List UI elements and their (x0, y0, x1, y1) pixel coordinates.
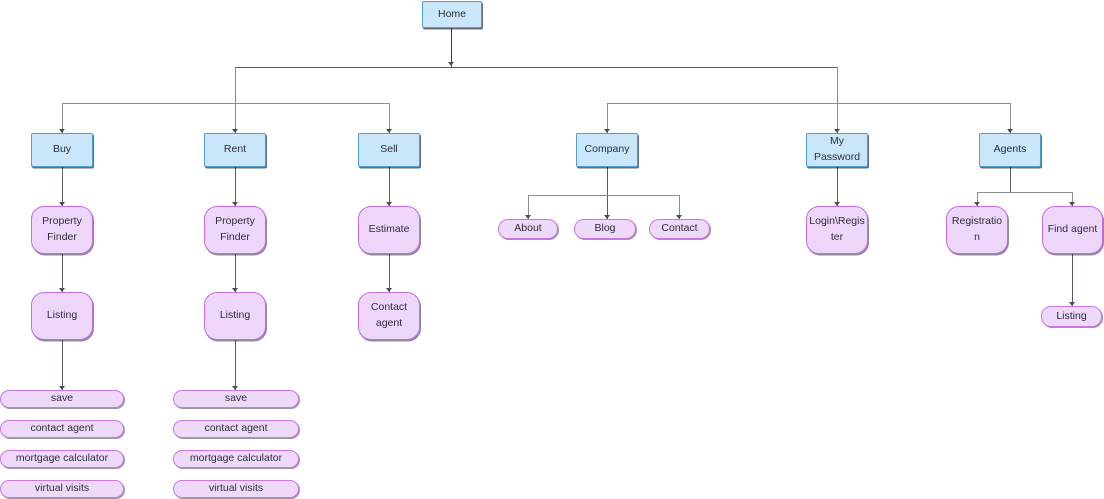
connector-mypassword-login (837, 167, 838, 206)
arrowhead-icon (59, 386, 65, 390)
arrowhead-icon (974, 202, 980, 206)
arrowhead-icon (834, 129, 840, 133)
node-rent-property-finder[interactable]: Property Finder (204, 206, 266, 254)
node-login-register[interactable]: Login\Register (806, 206, 868, 254)
node-sell-contact-agent[interactable]: Contact agent (358, 292, 420, 340)
node-agents-find-agent[interactable]: Find agent (1042, 206, 1103, 254)
arrowhead-icon (604, 215, 610, 219)
connector-findagent-drop (1072, 192, 1073, 206)
node-rent-mortgage-calculator[interactable]: mortgage calculator (173, 450, 299, 468)
arrowhead-icon (525, 215, 531, 219)
arrowhead-icon (386, 202, 392, 206)
rail-buy-sell (62, 103, 389, 104)
node-company-contact[interactable]: Contact (649, 219, 710, 239)
rail-company-agents (607, 103, 1010, 104)
connector-findagent-listing (1072, 254, 1073, 306)
node-my-password[interactable]: My Password (806, 133, 868, 167)
node-company-blog[interactable]: Blog (574, 219, 636, 239)
arrowhead-icon (1007, 129, 1013, 133)
connector-about-drop (528, 195, 529, 219)
node-buy-property-finder[interactable]: Property Finder (31, 206, 93, 254)
connector-registration-drop (977, 192, 978, 206)
node-sell-estimate[interactable]: Estimate (358, 206, 420, 254)
rail-company-children (528, 195, 679, 196)
connector-buy-propertyfinder (62, 167, 63, 206)
rail-agents-children (977, 192, 1072, 193)
arrowhead-icon (232, 386, 238, 390)
connector-listing-save (62, 340, 63, 390)
node-rent-save[interactable]: save (173, 390, 299, 408)
connector-company-drop (607, 103, 608, 133)
connector-sell-estimate (389, 167, 390, 206)
connector-contact-drop (679, 195, 680, 219)
arrowhead-icon (604, 129, 610, 133)
connector-home-down (451, 28, 452, 67)
connector-agents-down (1010, 167, 1011, 192)
arrowhead-icon (232, 288, 238, 292)
arrowhead-icon (386, 288, 392, 292)
arrowhead-icon (59, 129, 65, 133)
node-buy-listing[interactable]: Listing (31, 292, 93, 340)
connector-listing-save (235, 340, 236, 390)
connector-company-blog (607, 167, 608, 219)
node-buy[interactable]: Buy (31, 133, 93, 167)
arrowhead-icon (1069, 302, 1075, 306)
node-buy-virtual-visits[interactable]: virtual visits (0, 480, 124, 498)
arrowhead-icon (386, 129, 392, 133)
node-buy-mortgage-calculator[interactable]: mortgage calculator (0, 450, 124, 468)
node-company-about[interactable]: About (498, 219, 558, 239)
arrowhead-icon (834, 202, 840, 206)
arrowhead-icon (1069, 202, 1075, 206)
node-rent-listing[interactable]: Listing (204, 292, 266, 340)
connector-propertyfinder-listing (62, 254, 63, 292)
node-agents-registration[interactable]: Registration (946, 206, 1008, 254)
node-home[interactable]: Home (422, 1, 482, 28)
arrowhead-icon (232, 202, 238, 206)
arrowhead-icon (448, 62, 454, 66)
connector-propertyfinder-listing (235, 254, 236, 292)
connector-agents-drop (1010, 103, 1011, 133)
arrowhead-icon (676, 215, 682, 219)
arrowhead-icon (59, 202, 65, 206)
node-company[interactable]: Company (576, 133, 638, 167)
node-buy-save[interactable]: save (0, 390, 124, 408)
connector-mypassword-drop (837, 67, 838, 133)
rail-home-children (235, 67, 837, 68)
node-agents[interactable]: Agents (979, 133, 1041, 167)
arrowhead-icon (232, 129, 238, 133)
connector-sell-drop (389, 103, 390, 133)
node-sell[interactable]: Sell (358, 133, 420, 167)
connector-rent-drop (235, 67, 236, 133)
node-rent-virtual-visits[interactable]: virtual visits (173, 480, 299, 498)
node-agents-listing[interactable]: Listing (1041, 306, 1102, 327)
node-rent[interactable]: Rent (204, 133, 266, 167)
connector-buy-drop (62, 103, 63, 133)
node-rent-contact-agent[interactable]: contact agent (173, 420, 299, 438)
node-buy-contact-agent[interactable]: contact agent (0, 420, 124, 438)
connector-rent-propertyfinder (235, 167, 236, 206)
arrowhead-icon (59, 288, 65, 292)
connector-estimate-contactagent (389, 254, 390, 292)
